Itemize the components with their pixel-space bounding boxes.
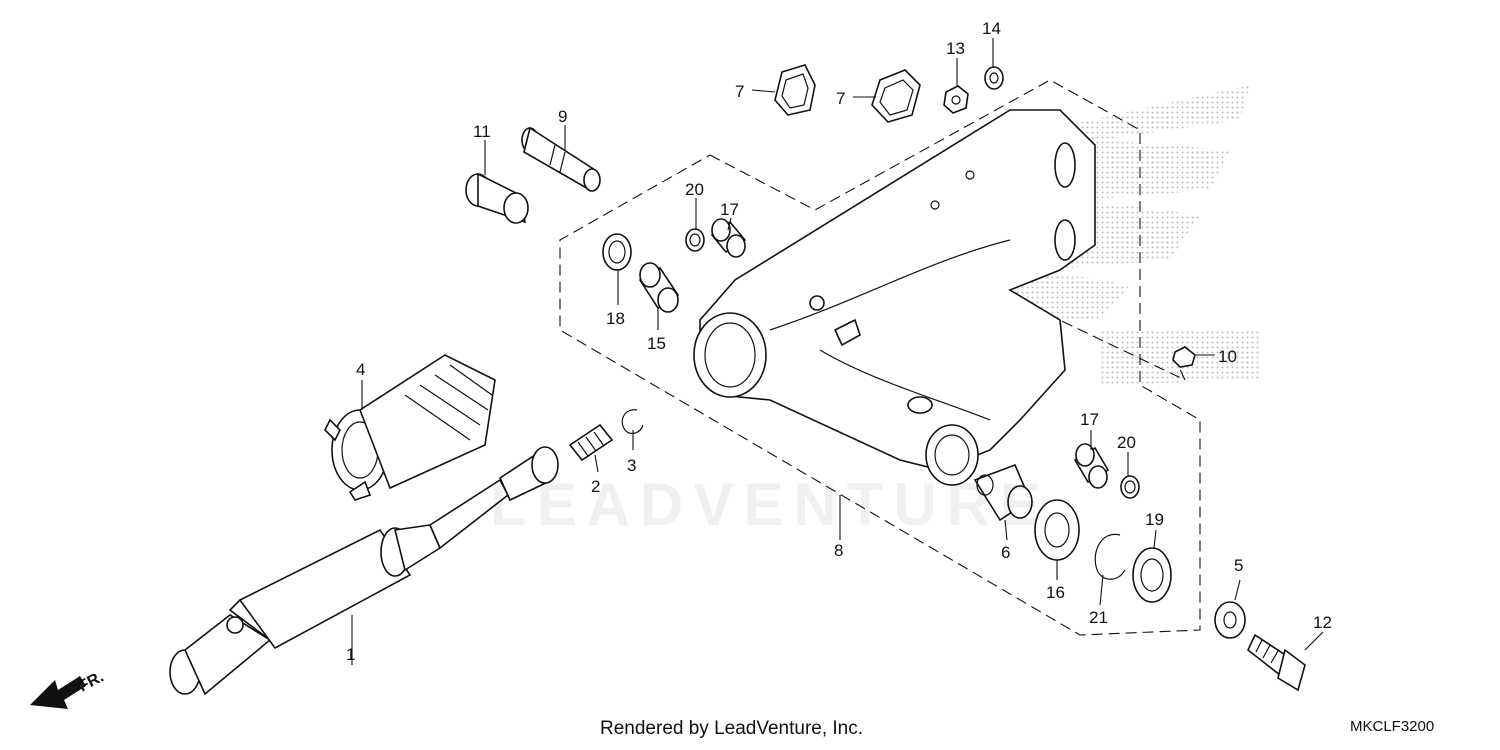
bearing-lower xyxy=(1073,443,1110,489)
callout-10: 10 xyxy=(1218,347,1237,366)
washer-small xyxy=(984,66,1004,90)
front-direction-arrow: FR. xyxy=(30,668,107,709)
boot xyxy=(324,354,496,501)
bearing-left xyxy=(638,262,680,313)
callout-16: 16 xyxy=(1046,583,1065,602)
callout-6: 6 xyxy=(1001,543,1010,562)
callout-18: 18 xyxy=(606,309,625,328)
cover-b xyxy=(871,69,921,123)
render-credit: Rendered by LeadVenture, Inc. xyxy=(600,718,864,739)
spring xyxy=(568,423,614,462)
callout-11: 11 xyxy=(473,122,491,141)
callout-20a: 20 xyxy=(685,180,704,199)
pivot-pin xyxy=(521,126,601,192)
diagram-code: MKCLF3200 xyxy=(1350,718,1435,735)
callout-15: 15 xyxy=(647,334,666,353)
oil-seal-19 xyxy=(1132,547,1172,603)
pivot-cap xyxy=(465,172,529,224)
callout-19: 19 xyxy=(1145,510,1164,529)
flange-bolt xyxy=(1247,633,1306,692)
callout-7b: 7 xyxy=(836,89,845,108)
leader-lines xyxy=(351,38,1324,665)
assembly-outline xyxy=(559,79,1201,636)
small-nut xyxy=(1172,346,1196,368)
seal-20-lower xyxy=(1120,475,1140,499)
callout-17a: 17 xyxy=(720,200,739,219)
callout-17b: 17 xyxy=(1080,410,1099,429)
seal-20-upper xyxy=(685,228,705,252)
callout-7a: 7 xyxy=(735,82,744,101)
pivot-collar xyxy=(973,463,1033,522)
cover-a xyxy=(774,64,816,116)
snap-ring xyxy=(1094,533,1126,580)
callout-12: 12 xyxy=(1313,613,1332,632)
callout-14: 14 xyxy=(982,19,1001,38)
callout-9: 9 xyxy=(558,107,567,126)
callout-4: 4 xyxy=(356,360,365,379)
oil-seal-18 xyxy=(602,233,632,271)
washer xyxy=(1214,601,1246,639)
bearing-upper xyxy=(710,218,747,258)
callout-3: 3 xyxy=(627,456,636,475)
callout-8: 8 xyxy=(834,541,843,560)
circlip xyxy=(621,409,644,435)
callout-20b: 20 xyxy=(1117,433,1136,452)
watermark: LEADVENTURE xyxy=(490,471,1051,538)
callout-1: 1 xyxy=(346,645,355,664)
nut xyxy=(943,85,969,114)
callout-5: 5 xyxy=(1234,556,1243,575)
callouts: 1 2 3 4 5 6 7 7 8 9 10 11 12 13 14 15 16… xyxy=(346,19,1332,664)
callout-21: 21 xyxy=(1089,608,1108,627)
callout-13: 13 xyxy=(946,39,965,58)
direction-label: FR. xyxy=(76,668,107,695)
swingarm xyxy=(693,109,1096,486)
drive-shaft xyxy=(169,446,559,696)
callout-2: 2 xyxy=(591,477,600,496)
